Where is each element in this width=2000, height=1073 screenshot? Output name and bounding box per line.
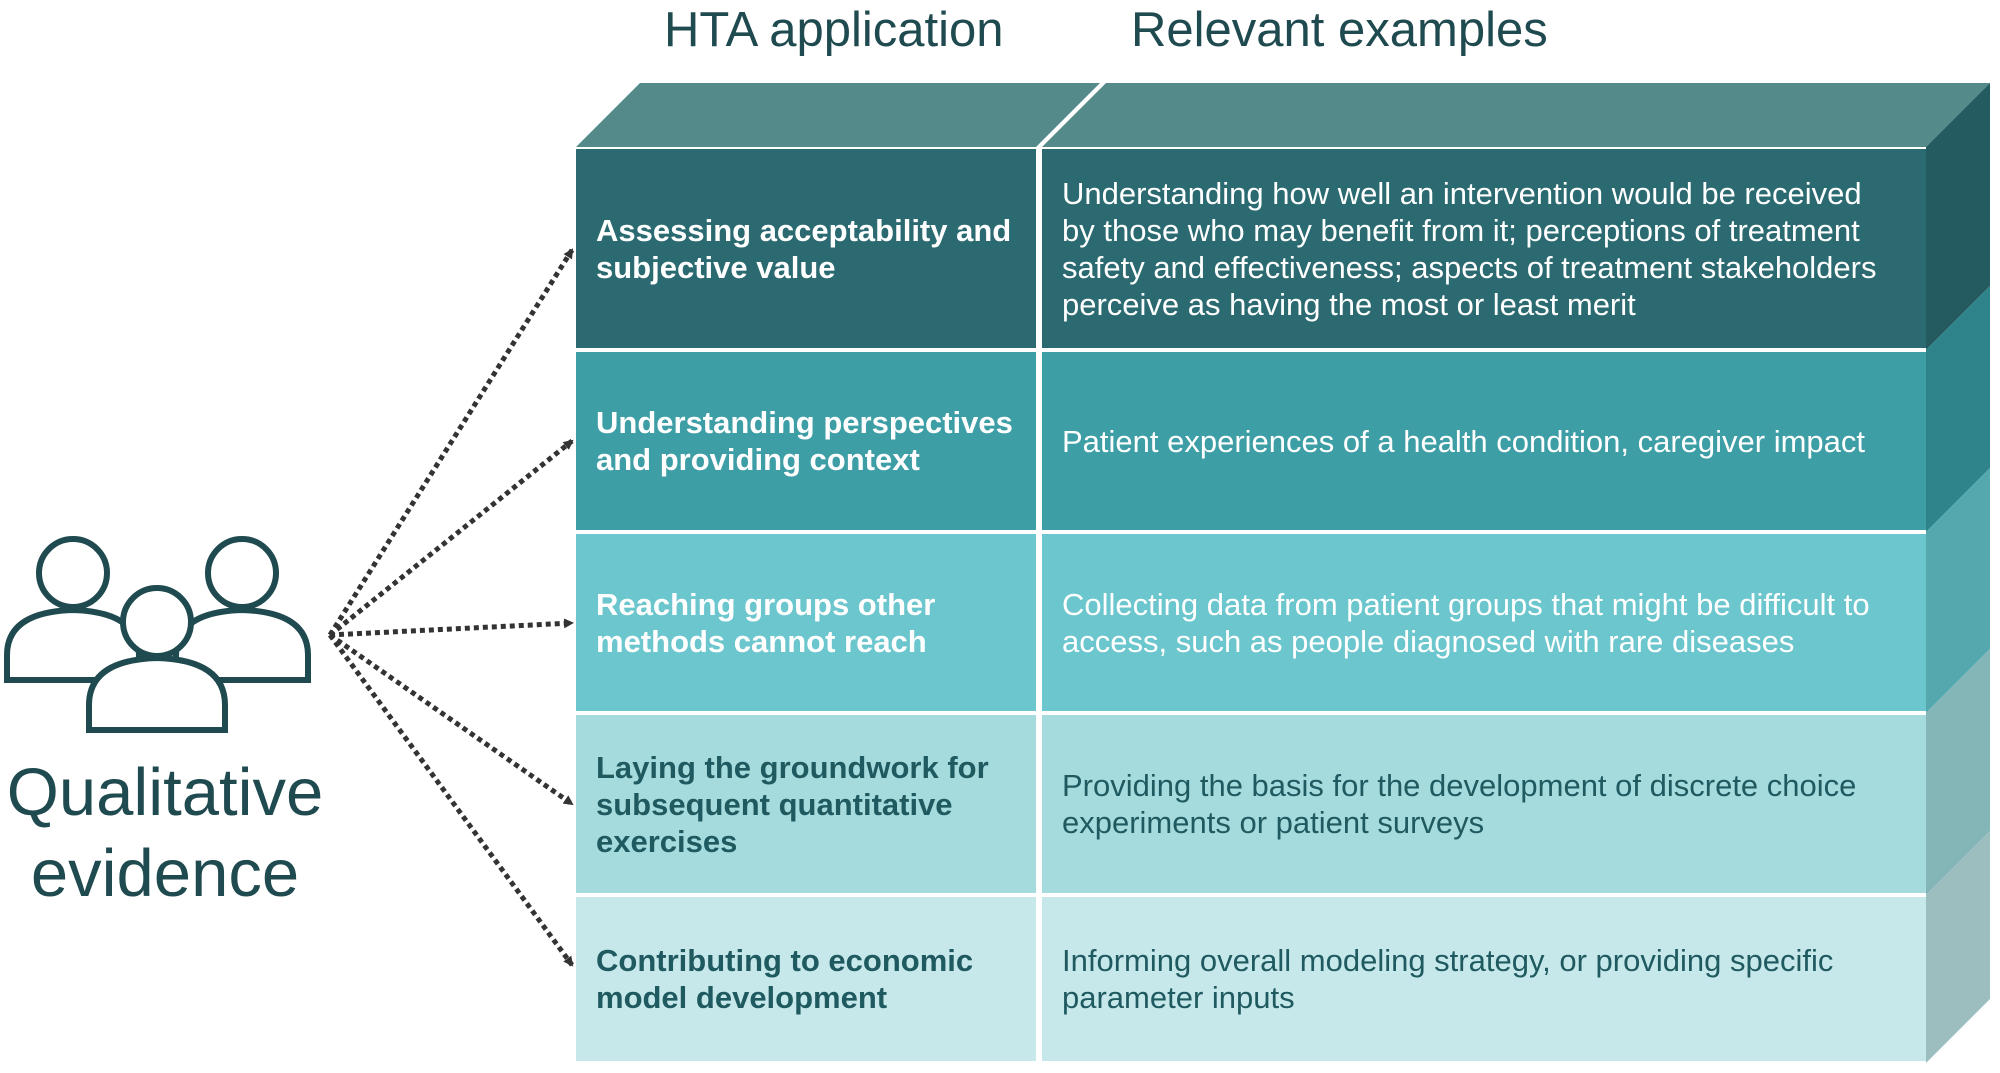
example-text: Patient experiences of a health conditio…	[1062, 423, 1866, 459]
arrow-to-row-2	[328, 439, 574, 637]
side-face-row-2	[1926, 286, 1990, 532]
side-face-row-1	[1926, 83, 1990, 350]
example-cell-5: Informing overall modeling strategy, or …	[1042, 897, 1926, 1061]
example-text: Understanding how well an intervention w…	[1062, 175, 1877, 322]
application-text: Reaching groups other methods cannot rea…	[596, 586, 936, 659]
application-cell-bg-2	[576, 352, 1036, 530]
application-text: Assessing acceptability and subjective v…	[596, 212, 1012, 285]
application-text: Contributing to economic model developme…	[596, 943, 974, 1015]
application-cell-3: Reaching groups other methods cannot rea…	[576, 534, 1036, 711]
top-face-application	[576, 83, 1100, 147]
example-cell-3: Collecting data from patient groups that…	[1042, 534, 1926, 711]
hta-application-header: HTA application	[664, 3, 1004, 57]
application-text: Understanding perspectives and providing…	[596, 405, 1013, 477]
people-group-icon	[4, 536, 311, 733]
side-face-row-5	[1926, 831, 1990, 1063]
application-cell-bg-5	[576, 897, 1036, 1061]
arrow-to-row-4	[328, 632, 574, 807]
application-text: Laying the groundwork for subsequent qua…	[596, 749, 989, 859]
example-text: Providing the basis for the development …	[1062, 768, 1857, 840]
qualitative-evidence-label: Qualitative evidence	[0, 752, 330, 914]
arrow-to-row-5	[327, 633, 575, 967]
arrows	[327, 248, 575, 967]
application-cell-4: Laying the groundwork for subsequent qua…	[576, 715, 1036, 893]
example-cell-bg-2	[1042, 352, 1926, 530]
side-face-row-3	[1926, 468, 1990, 713]
example-cell-1: Understanding how well an intervention w…	[1042, 149, 1926, 348]
application-cell-bg-1	[576, 149, 1036, 348]
block-3d	[576, 83, 1990, 1063]
application-cell-bg-3	[576, 534, 1036, 711]
application-cell-2: Understanding perspectives and providing…	[576, 352, 1036, 530]
application-cell-5: Contributing to economic model developme…	[576, 897, 1036, 1061]
example-cell-2: Patient experiences of a health conditio…	[1042, 352, 1926, 530]
application-cell-1: Assessing acceptability and subjective v…	[576, 149, 1036, 348]
example-cell-bg-1	[1042, 149, 1926, 348]
qualitative-label-line1: Qualitative	[6, 755, 324, 830]
example-text: Collecting data from patient groups that…	[1062, 586, 1870, 659]
application-cell-bg-4	[576, 715, 1036, 893]
example-cell-bg-4	[1042, 715, 1926, 893]
example-text: Informing overall modeling strategy, or …	[1062, 943, 1834, 1015]
side-face-row-4	[1926, 649, 1990, 895]
arrow-to-row-3	[329, 618, 574, 638]
example-cell-bg-3	[1042, 534, 1926, 711]
relevant-examples-header: Relevant examples	[1131, 3, 1548, 57]
qualitative-label-line2: evidence	[30, 836, 300, 911]
arrow-to-row-1	[327, 248, 575, 637]
top-face-examples	[1042, 83, 1990, 147]
example-cell-4: Providing the basis for the development …	[1042, 715, 1926, 893]
example-cell-bg-5	[1042, 897, 1926, 1061]
